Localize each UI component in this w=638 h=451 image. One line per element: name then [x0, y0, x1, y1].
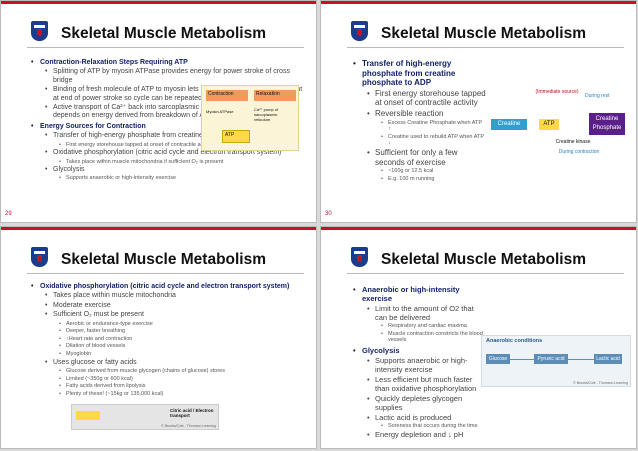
- creatine-node: Creatine: [491, 119, 527, 130]
- oxidative-phosphorylation-diagram: Citric acid / Electron transport © Brook…: [71, 404, 219, 430]
- bullet-level-2: Quickly depletes glycogen supplies: [367, 394, 486, 412]
- title-divider: [27, 47, 304, 48]
- slide-content: Transfer of high-energy phosphate from c…: [353, 57, 486, 183]
- bullet-level-3: Muscle contraction constricts the blood …: [381, 331, 486, 344]
- university-logo-icon: [31, 247, 48, 267]
- immediate-source-label: (Immediate source): [535, 89, 579, 95]
- bullet-level-3: First energy storehouse tapped at onset …: [59, 142, 308, 149]
- bullet-level-2: Lactic acid is produced: [367, 413, 486, 422]
- slide-31: Skeletal Muscle Metabolism Oxidative pho…: [0, 226, 317, 449]
- creatine-kinase-label: Creatine kinase: [555, 139, 591, 145]
- bullet-level-3: Deeper, faster breathing: [59, 328, 308, 335]
- bullet-level-2: Binding of fresh molecule of ATP to myos…: [45, 86, 308, 103]
- bullet-level-1: Glycolysis: [353, 346, 486, 355]
- bullet-level-2: Reversible reaction: [367, 109, 486, 119]
- pyruvic-acid-node: Pyruvic acid: [534, 354, 568, 364]
- bullet-level-3: Respiratory and cardiac maxima: [381, 323, 486, 330]
- during-rest-label: During rest: [585, 93, 610, 99]
- bullet-level-3: E.g. 100 m running: [381, 176, 486, 183]
- slide-title: Skeletal Muscle Metabolism: [381, 251, 587, 268]
- diagram-myosin-label: Myosin ATPase: [206, 109, 234, 114]
- diagram-relaxation-label: Relaxation: [254, 90, 296, 101]
- title-divider: [27, 273, 304, 274]
- bullet-level-3: ↑Heart rate and contraction: [59, 336, 308, 343]
- title-divider: [347, 273, 624, 274]
- atp-node: ATP: [539, 119, 559, 130]
- bullet-level-2: Takes place within muscle mitochondria: [45, 292, 308, 301]
- bullet-level-2: Less efficient but much faster than oxid…: [367, 375, 486, 393]
- slide-content: Oxidative phosphorylation (citric acid c…: [31, 281, 308, 398]
- bullet-level-2: Energy depletion and ↓ pH: [367, 430, 486, 439]
- bullet-level-3: ~160g or 12.5 kcal: [381, 168, 486, 175]
- diagram-cycle-label: Citric acid / Electron transport: [170, 408, 214, 418]
- bullet-level-3: Takes place within muscle mitochondria i…: [59, 159, 308, 166]
- during-contraction-label: During contraction: [558, 149, 600, 155]
- contraction-relaxation-diagram: Contraction Relaxation Myosin ATPase Ca²…: [201, 85, 299, 151]
- diagram-atp-box: [76, 411, 100, 420]
- diagram-pump-label: Ca²⁺ pump of sarcoplasmic reticulum: [254, 107, 279, 122]
- slide-content: Contraction-Relaxation Steps Requiring A…: [31, 57, 308, 183]
- diagram-contraction-label: Contraction: [206, 90, 248, 101]
- bullet-level-2: Sufficient O₂ must be present: [45, 311, 308, 320]
- creatine-phosphate-diagram: (Immediate source) During rest Creatine …: [489, 85, 627, 157]
- arrow-glucose-pyruvic: [510, 359, 534, 360]
- bullet-level-2: Splitting of ATP by myosin ATPase provid…: [45, 68, 308, 85]
- university-logo-icon: [31, 21, 48, 41]
- bullet-level-2: Supports anaerobic or high-intensity exe…: [367, 356, 486, 374]
- bullet-level-3: Excess Creatine Phosphate when ATP ↑: [381, 120, 486, 133]
- bullet-level-2: Moderate exercise: [45, 302, 308, 311]
- title-divider: [347, 47, 624, 48]
- slide-accent-bar: [321, 227, 636, 230]
- anaerobic-conditions-label: Anaerobic conditions: [486, 338, 543, 344]
- bullet-level-2: Transfer of high-energy phosphate from c…: [45, 132, 308, 141]
- bullet-level-3: Aerobic or endurance-type exercise: [59, 321, 308, 328]
- bullet-level-3: Plenty of these! (~15kg or 135,000 kcal): [59, 391, 308, 398]
- slide-accent-bar: [1, 1, 316, 4]
- bullet-level-1: Energy Sources for Contraction: [31, 123, 308, 132]
- page-number: 30: [325, 211, 332, 217]
- bullet-level-1: Anaerobic or high-intensity exercise: [353, 285, 486, 303]
- bullet-level-3: Supports anaerobic or high-intensity exe…: [59, 175, 308, 182]
- bullet-level-2: First energy storehouse tapped at onset …: [367, 89, 486, 108]
- bullet-level-1: Contraction-Relaxation Steps Requiring A…: [31, 59, 308, 68]
- bullet-level-2: Glycolysis: [45, 166, 308, 175]
- slide-title: Skeletal Muscle Metabolism: [381, 25, 587, 42]
- bullet-level-3: Fatty acids derived from lipolysis: [59, 383, 308, 390]
- bullet-level-3: Glucose derived from muscle glycogen (ch…: [59, 368, 308, 375]
- bullet-level-3: Dilation of blood vessels: [59, 343, 308, 350]
- bullet-level-2: Sufficient for only a few seconds of exe…: [367, 148, 486, 167]
- diagram-atp-label: ATP: [222, 130, 250, 143]
- creatine-phosphate-node: Creatine Phosphate: [589, 113, 625, 135]
- diagram-caption: © Brooks/Cole - Thomson Learning: [161, 424, 216, 428]
- bullet-level-1: Oxidative phosphorylation (citric acid c…: [31, 283, 308, 292]
- bullet-level-2: Oxidative phosphorylation (citric acid c…: [45, 149, 308, 158]
- bullet-level-2: Uses glucose or fatty acids: [45, 359, 308, 368]
- bullet-level-3: Limited (~350g or 600 kcal): [59, 376, 308, 383]
- anaerobic-glycolysis-diagram: Anaerobic conditions Glucose Pyruvic aci…: [481, 335, 631, 387]
- slide-30: Skeletal Muscle Metabolism Transfer of h…: [320, 0, 637, 223]
- bullet-level-3: Creatine used to rebuild ATP when ATP ↓: [381, 134, 486, 147]
- slide-32: Skeletal Muscle Metabolism Anaerobic or …: [320, 226, 637, 449]
- slide-content: Anaerobic or high-intensity exerciseLimi…: [353, 283, 486, 440]
- university-logo-icon: [351, 21, 368, 41]
- diagram-caption: © Brooks/Cole - Thomson Learning: [573, 381, 628, 385]
- slide-title: Skeletal Muscle Metabolism: [61, 25, 267, 42]
- university-logo-icon: [351, 247, 368, 267]
- slide-accent-bar: [321, 1, 636, 4]
- bullet-level-2: Active transport of Ca²⁺ back into sarco…: [45, 104, 308, 121]
- bullet-level-2: Limit to the amount of O2 that can be de…: [367, 304, 486, 322]
- bullet-level-3: Soreness that occurs during the time: [381, 423, 486, 430]
- slide-29: Skeletal Muscle Metabolism Contraction-R…: [0, 0, 317, 223]
- slide-title: Skeletal Muscle Metabolism: [61, 251, 267, 268]
- slide-accent-bar: [1, 227, 316, 230]
- glucose-node: Glucose: [486, 354, 510, 364]
- bullet-level-3: Myoglobin: [59, 351, 308, 358]
- page-number: 29: [5, 211, 12, 217]
- lactic-acid-node: Lactic acid: [594, 354, 622, 364]
- arrow-pyruvic-lactic: [568, 359, 594, 360]
- bullet-level-1: Transfer of high-energy phosphate from c…: [353, 59, 486, 88]
